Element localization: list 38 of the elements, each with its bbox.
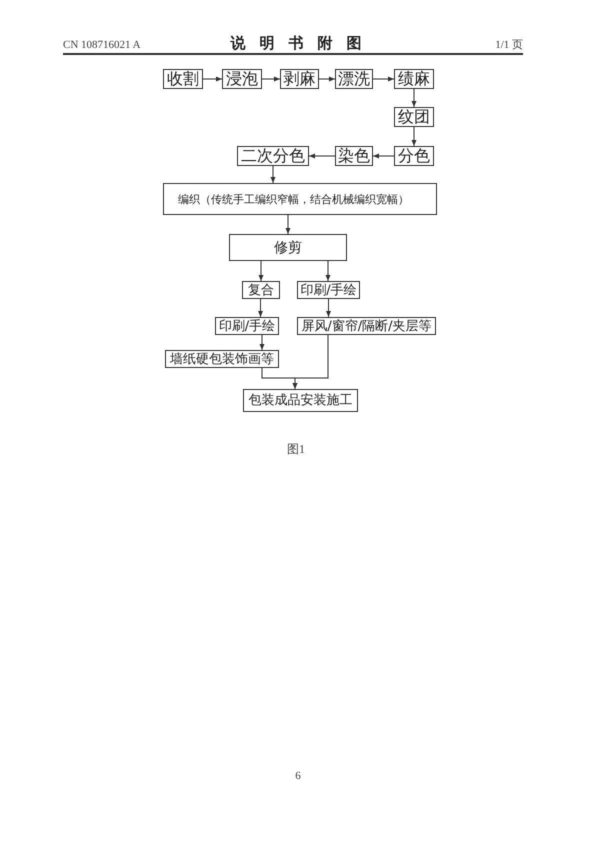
process-box: 墙纸硬包装饰画等 [165, 350, 279, 368]
arrow [372, 154, 394, 158]
process-box: 染色 [335, 146, 373, 166]
process-box: 印刷/手绘 [297, 281, 360, 299]
process-box: 复合 [242, 281, 280, 299]
arrow [260, 334, 264, 350]
arrow [292, 334, 328, 390]
page-number: 6 [295, 771, 301, 782]
arrow [318, 76, 336, 82]
process-box: 收割 [163, 69, 203, 89]
process-box: 修剪 [229, 234, 347, 261]
process-box: 包装成品安装施工 [243, 389, 358, 412]
process-box: 浸泡 [222, 69, 262, 89]
arrow [412, 88, 416, 108]
arrow [258, 260, 264, 282]
arrow [202, 76, 222, 82]
patent-number: CN 108716021 A [63, 40, 141, 51]
process-box: 分色 [394, 146, 434, 166]
arrow [262, 76, 280, 82]
arrow [308, 154, 336, 158]
page-heading: 说明书附图 [230, 36, 376, 51]
process-box: 剥麻 [280, 69, 319, 89]
page-count: 1/1 页 [495, 40, 523, 51]
process-box: 编织（传统手工编织窄幅，结合机械编织宽幅） [163, 183, 437, 215]
process-box: 绩麻 [394, 69, 434, 89]
arrow [326, 260, 330, 282]
arrow [286, 214, 290, 234]
arrow [258, 298, 263, 318]
arrow [326, 298, 331, 318]
process-box: 印刷/手绘 [215, 317, 279, 335]
process-box: 纹团 [394, 107, 434, 127]
figure-caption: 图1 [287, 443, 305, 455]
arrow [372, 76, 394, 82]
process-box: 漂洗 [335, 69, 373, 89]
arrow [412, 126, 416, 146]
arrow [270, 166, 276, 184]
process-box: 屏风/窗帘/隔断/夹层等 [297, 317, 436, 335]
process-box: 二次分色 [237, 146, 309, 166]
